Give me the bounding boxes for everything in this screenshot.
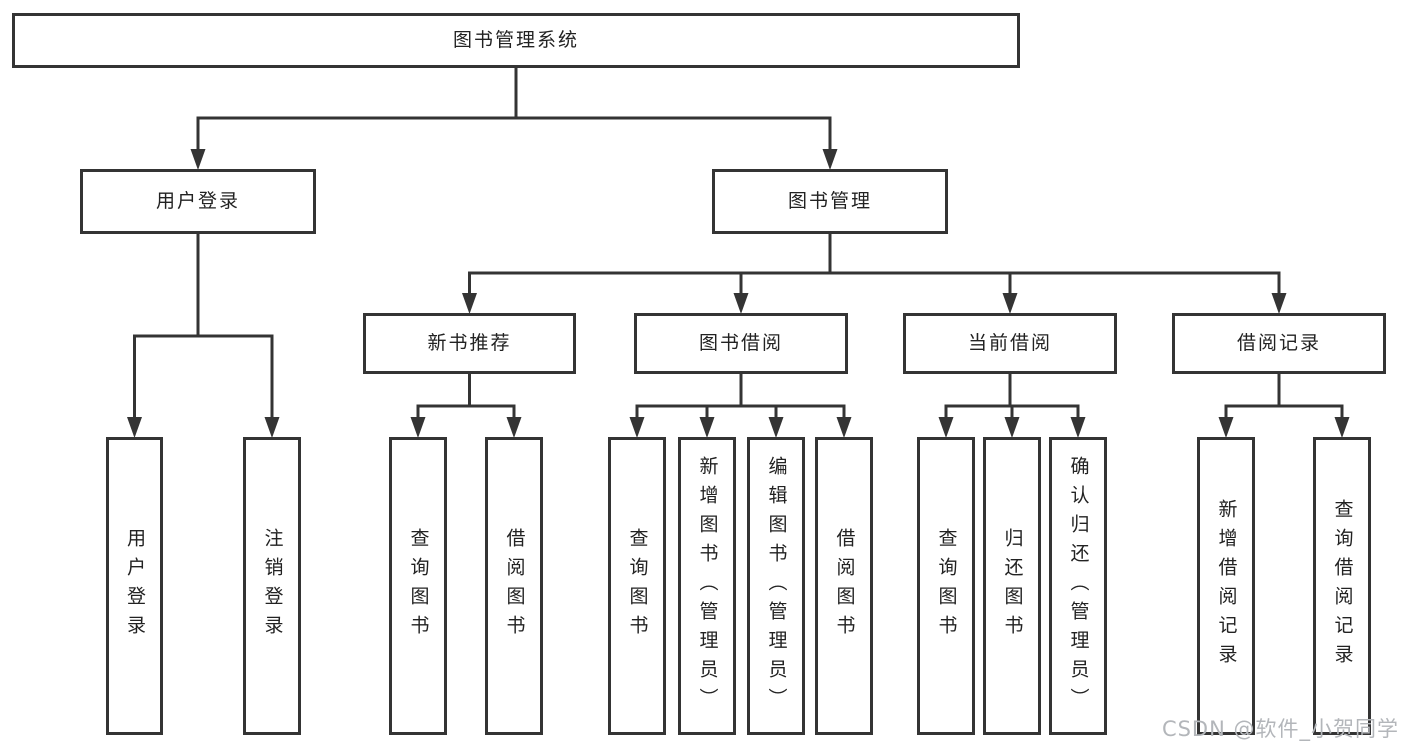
node-bb-query: 查询图书 [608, 437, 666, 735]
node-bb-edit: 编辑图书（管理员） [747, 437, 805, 735]
node-label-book-borrow: 图书借阅 [698, 332, 783, 355]
node-root: 图书管理系统 [12, 13, 1020, 68]
node-label-book-mgmt: 图书管理 [787, 190, 872, 213]
node-current-borrow: 当前借阅 [903, 313, 1117, 374]
node-label-bb-add: 新增图书（管理员） [696, 455, 719, 717]
node-label-nbr-query: 查询图书 [407, 528, 430, 644]
node-br-add: 新增借阅记录 [1197, 437, 1255, 735]
node-logout: 注销登录 [243, 437, 301, 735]
node-bb-borrow: 借阅图书 [815, 437, 873, 735]
node-nbr-query: 查询图书 [389, 437, 447, 735]
node-user-login-branch: 用户登录 [80, 169, 316, 234]
node-cb-return: 归还图书 [983, 437, 1041, 735]
node-cb-query: 查询图书 [917, 437, 975, 735]
node-label-cb-return: 归还图书 [1001, 528, 1024, 644]
node-label-cb-confirm: 确认归还（管理员） [1067, 455, 1090, 717]
node-label-cb-query: 查询图书 [935, 528, 958, 644]
node-label-bb-query: 查询图书 [626, 528, 649, 644]
node-nbr-borrow: 借阅图书 [485, 437, 543, 735]
watermark: CSDN @软件_小贺同学 [1161, 717, 1399, 741]
node-label-bb-edit: 编辑图书（管理员） [765, 455, 788, 717]
node-label-borrow-records: 借阅记录 [1236, 332, 1321, 355]
node-book-mgmt: 图书管理 [712, 169, 948, 234]
node-new-book-rec: 新书推荐 [363, 313, 576, 374]
node-login: 用户登录 [106, 437, 163, 735]
node-label-br-add: 新增借阅记录 [1215, 499, 1238, 673]
node-book-borrow: 图书借阅 [634, 313, 848, 374]
node-label-current-borrow: 当前借阅 [967, 332, 1052, 355]
node-label-br-query: 查询借阅记录 [1331, 499, 1354, 673]
node-label-root: 图书管理系统 [452, 29, 579, 52]
node-label-user-login-branch: 用户登录 [155, 190, 240, 213]
node-label-nbr-borrow: 借阅图书 [503, 528, 526, 644]
node-borrow-records: 借阅记录 [1172, 313, 1386, 374]
node-label-new-book-rec: 新书推荐 [427, 332, 512, 355]
node-br-query: 查询借阅记录 [1313, 437, 1371, 735]
node-label-login: 用户登录 [124, 528, 146, 644]
node-bb-add: 新增图书（管理员） [678, 437, 736, 735]
node-cb-confirm: 确认归还（管理员） [1049, 437, 1107, 735]
node-label-bb-borrow: 借阅图书 [833, 528, 856, 644]
node-label-logout: 注销登录 [261, 528, 284, 644]
